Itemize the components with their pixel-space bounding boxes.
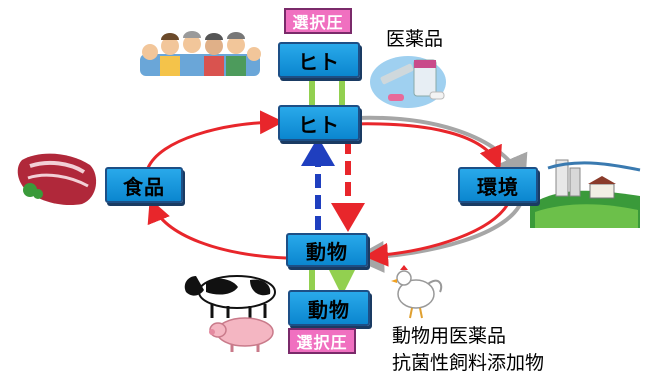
red-arrow-food-to-human	[146, 110, 284, 169]
landscape-farm-icon	[530, 159, 641, 228]
pig-icon	[209, 317, 274, 352]
node-animal-bottom: 動物	[288, 290, 370, 326]
feed-additives-label: 抗菌性飼料添加物	[392, 352, 545, 374]
node-environment-label: 環境	[477, 174, 519, 199]
node-animal-bottom-label: 動物	[308, 297, 350, 322]
gray-arrow-human-to-environment	[354, 115, 528, 188]
red-arrow-animal-to-food	[147, 198, 287, 260]
gray-arrow-environment-to-animal	[352, 199, 524, 273]
node-human-mid-label: ヒト	[298, 112, 340, 137]
node-human-top: ヒト	[278, 42, 360, 78]
chicken-icon	[391, 265, 443, 319]
selection-pressure-tag-top: 選択圧	[284, 8, 352, 34]
red-arrow-environment-to-animal	[364, 199, 512, 267]
pharmaceuticals-label: 医薬品	[386, 28, 444, 50]
blue-arrowhead	[301, 137, 335, 166]
node-animal-mid: 動物	[286, 233, 368, 267]
node-environment: 環境	[458, 167, 538, 203]
cow-icon	[184, 275, 276, 318]
medicine-icon	[370, 56, 446, 108]
vet-pharmaceuticals-label: 動物用医薬品	[392, 325, 507, 347]
node-food-label: 食品	[123, 174, 165, 199]
meat-icon	[17, 153, 97, 206]
red-arrowhead	[331, 203, 365, 232]
selection-pressure-tag-bottom: 選択圧	[288, 328, 356, 354]
node-food: 食品	[105, 167, 183, 203]
node-animal-mid-label: 動物	[306, 239, 348, 264]
node-human-top-label: ヒト	[298, 49, 340, 74]
people-group-icon	[140, 31, 261, 76]
node-human-mid: ヒト	[278, 105, 360, 141]
red-arrow-human-to-environment	[351, 122, 502, 171]
